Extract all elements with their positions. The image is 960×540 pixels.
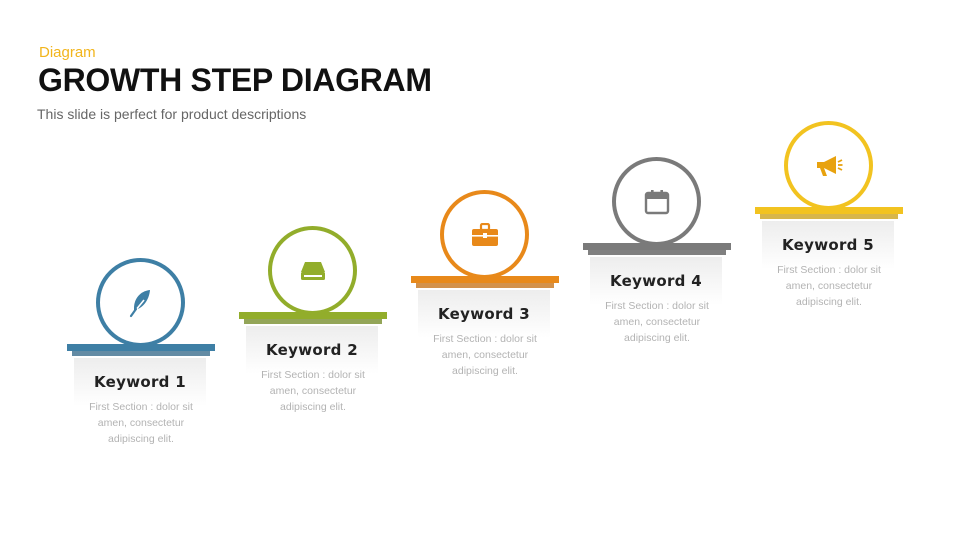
step-2-desc-line-3: adipiscing elit. [280,401,346,413]
step-4-card: Keyword 4 [590,257,722,305]
step-4-desc-line-2: amen, consectetur [613,316,701,328]
step-5-keyword: Keyword 5 [782,236,874,254]
step-2-platform [239,312,387,319]
calendar-icon [644,189,670,215]
step-5-desc-line-1: First Section : dolor sit [777,264,881,276]
step-2-platform-shadow [244,319,382,324]
step-2-card: Keyword 2 [246,326,378,374]
step-2-keyword: Keyword 2 [266,341,358,359]
step-4-desc-line-1: First Section : dolor sit [605,300,709,312]
briefcase-icon [471,222,499,247]
step-1-desc-line-1: First Section : dolor sit [89,401,193,413]
step-3-platform [411,276,559,283]
step-5-desc-line-2: amen, consectetur [785,280,873,292]
step-3-desc-line-1: First Section : dolor sit [433,333,537,345]
step-1-card: Keyword 1 [74,358,206,406]
step-5: Keyword 5 First Section : dolor sit amen… [755,121,903,341]
step-2-desc-line-2: amen, consectetur [269,385,357,397]
step-5-desc-line-3: adipiscing elit. [796,296,862,308]
hard-drive-icon [299,260,327,282]
step-1-desc-line-2: amen, consectetur [97,417,185,429]
page-subtitle: This slide is perfect for product descri… [37,106,307,122]
step-3-desc-line-3: adipiscing elit. [452,365,518,377]
step-4-platform [583,243,731,250]
step-5-circle [784,121,873,210]
step-1-description: First Section : dolor sit amen, consecte… [67,399,215,447]
step-2-circle [268,226,357,315]
step-1: Keyword 1 First Section : dolor sit amen… [67,258,215,478]
step-4-circle [612,157,701,246]
step-1-platform-shadow [72,351,210,356]
step-3-platform-shadow [416,283,554,288]
step-3-description: First Section : dolor sit amen, consecte… [411,331,559,379]
step-4-desc-line-3: adipiscing elit. [624,332,690,344]
step-5-description: First Section : dolor sit amen, consecte… [755,262,903,310]
step-3-desc-line-2: amen, consectetur [441,349,529,361]
step-3: Keyword 3 First Section : dolor sit amen… [411,190,559,410]
feather-icon [128,288,154,318]
step-1-desc-line-3: adipiscing elit. [108,433,174,445]
step-5-card: Keyword 5 [762,221,894,269]
step-3-card: Keyword 3 [418,290,550,338]
step-2: Keyword 2 First Section : dolor sit amen… [239,226,387,446]
step-4-description: First Section : dolor sit amen, consecte… [583,298,731,346]
step-2-desc-line-1: First Section : dolor sit [261,369,365,381]
step-1-circle [96,258,185,347]
eyebrow-label: Diagram [39,44,96,61]
step-3-circle [440,190,529,279]
step-1-platform [67,344,215,351]
step-4: Keyword 4 First Section : dolor sit amen… [583,157,731,377]
step-4-keyword: Keyword 4 [610,272,702,290]
step-2-description: First Section : dolor sit amen, consecte… [239,367,387,415]
megaphone-icon [814,153,844,179]
step-3-keyword: Keyword 3 [438,305,530,323]
step-5-platform [755,207,903,214]
page-title: GROWTH STEP DIAGRAM [38,62,432,98]
step-4-platform-shadow [588,250,726,255]
step-1-keyword: Keyword 1 [94,373,186,391]
step-5-platform-shadow [760,214,898,219]
